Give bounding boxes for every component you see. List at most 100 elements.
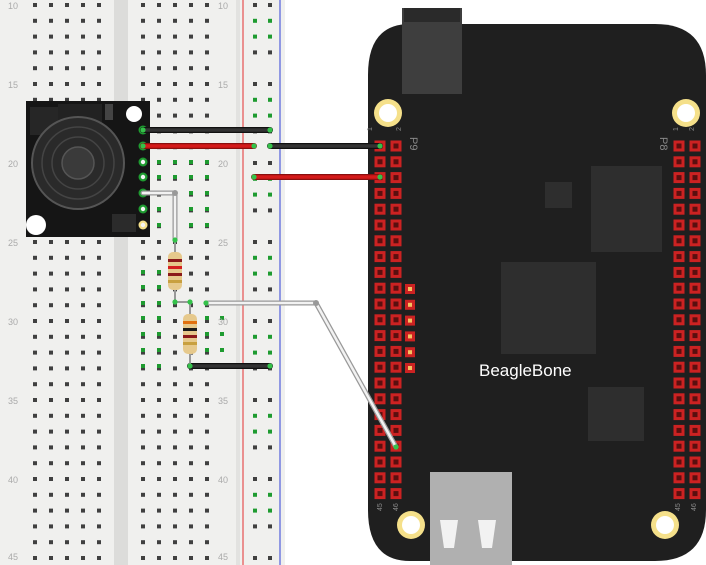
breadboard-hole — [141, 445, 145, 450]
breadboard-hole — [141, 50, 145, 55]
rail-hole — [268, 50, 272, 55]
breadboard-hole-active — [157, 332, 161, 336]
breadboard-hole — [189, 556, 193, 560]
breadboard-hole — [65, 429, 69, 434]
breadboard-hole — [97, 461, 101, 466]
breadboard-hole — [141, 334, 145, 339]
rail-hole — [253, 18, 257, 23]
rail-hole — [268, 524, 272, 529]
breadboard-hole — [81, 366, 85, 371]
rail-hole — [268, 255, 272, 260]
breadboard-hole — [81, 540, 85, 545]
breadboard-hole — [97, 287, 101, 292]
breadboard-hole — [157, 540, 161, 545]
breadboard-hole-active — [157, 175, 161, 179]
breadboard-hole — [157, 82, 161, 86]
wire-endpoint — [377, 174, 383, 180]
breadboard-hole — [173, 82, 177, 86]
breadboard-hole-active — [141, 316, 145, 320]
breadboard-hole — [189, 240, 193, 244]
breadboard-hole — [97, 382, 101, 387]
breadboard-hole — [49, 540, 53, 545]
rail-hole — [268, 161, 272, 165]
rail-hole — [268, 477, 272, 481]
row-label-10-left: 10 — [8, 1, 18, 11]
breadboard-hole — [81, 508, 85, 513]
breadboard-hole — [141, 303, 145, 308]
rail-hole — [253, 556, 257, 560]
breadboard-hole — [49, 350, 53, 355]
row-label-35-right: 35 — [218, 396, 228, 406]
breadboard-hole — [205, 240, 209, 244]
breadboard-hole — [97, 271, 101, 276]
breadboard-hole — [33, 413, 37, 418]
breadboard-hole — [65, 287, 69, 292]
breadboard-hole-active — [189, 175, 193, 179]
breadboard-hole — [157, 366, 161, 371]
breadboard-hole — [141, 66, 145, 71]
breadboard-hole-active — [157, 285, 161, 289]
breadboard-hole — [189, 477, 193, 481]
breadboard-hole — [49, 240, 53, 244]
breadboard-hole-active — [141, 364, 145, 368]
rail-hole — [253, 287, 257, 292]
resistors — [168, 240, 197, 366]
wire-endpoint — [267, 127, 273, 133]
breadboard-hole — [157, 97, 161, 102]
breadboard-hole — [49, 445, 53, 450]
breadboard-hole — [81, 492, 85, 497]
breadboard-hole — [173, 461, 177, 466]
rail-hole — [253, 255, 257, 260]
breadboard-hole — [173, 97, 177, 102]
breadboard-hole — [173, 113, 177, 118]
breadboard-hole — [141, 82, 145, 86]
breadboard-hole — [189, 113, 193, 118]
breadboard-hole — [173, 334, 177, 339]
breadboard-hole — [33, 319, 37, 323]
breadboard-hole-active — [141, 301, 145, 305]
breadboard-hole — [65, 82, 69, 86]
breadboard-hole — [65, 240, 69, 244]
breadboard-hole — [173, 18, 177, 23]
breadboard-hole — [97, 556, 101, 560]
breadboard-hole — [33, 334, 37, 339]
rail-hole — [253, 240, 257, 244]
breadboard-hole — [81, 287, 85, 292]
breadboard-hole — [141, 34, 145, 39]
breadboard-hole — [33, 429, 37, 434]
wire-endpoint — [140, 127, 146, 133]
breadboard-hole-active — [157, 207, 161, 211]
breadboard-hole — [141, 255, 145, 260]
rail-hole — [253, 161, 257, 165]
breadboard-hole — [49, 287, 53, 292]
breadboard-hole — [97, 66, 101, 71]
breadboard-hole — [157, 429, 161, 434]
breadboard-hole — [81, 34, 85, 39]
breadboard-hole — [33, 271, 37, 276]
row-label-15-left: 15 — [8, 80, 18, 90]
breadboard-hole — [65, 66, 69, 71]
breadboard-hole — [173, 492, 177, 497]
breadboard-hole — [205, 398, 209, 402]
breadboard-hole — [97, 319, 101, 323]
rail-hole — [268, 287, 272, 292]
resistor-1-band — [168, 273, 182, 276]
breadboard-hole — [141, 461, 145, 466]
breadboard-hole — [141, 524, 145, 529]
breadboard-hole — [81, 50, 85, 55]
breadboard-hole-active — [205, 316, 209, 320]
row-label-35-left: 35 — [8, 396, 18, 406]
breadboard-hole — [33, 97, 37, 102]
breadboard-hole — [141, 492, 145, 497]
wire-endpoint — [172, 299, 178, 305]
connection-points — [140, 127, 399, 450]
breadboard-hole — [65, 508, 69, 513]
breadboard-hole-active — [205, 175, 209, 179]
breadboard-hole — [157, 303, 161, 308]
breadboard-hole — [97, 508, 101, 513]
breadboard-hole — [65, 540, 69, 545]
breadboard-hole — [49, 18, 53, 23]
breadboard-hole — [49, 524, 53, 529]
breadboard-hole — [205, 34, 209, 39]
